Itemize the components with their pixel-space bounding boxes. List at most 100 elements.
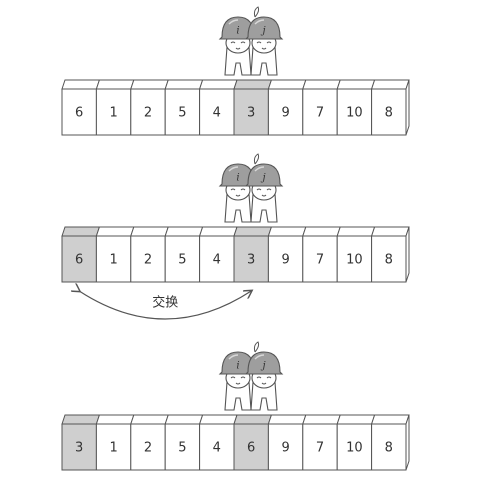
cell-value: 9: [281, 253, 289, 268]
body-shape: [224, 381, 252, 411]
helmet-shine: [254, 166, 265, 172]
pointer-i-character: i: [218, 16, 258, 76]
array-cell: [95, 88, 132, 136]
cell-value: 7: [316, 106, 324, 121]
cell-value: 6: [75, 253, 83, 268]
pointer-letter: j: [260, 173, 265, 184]
body-shape: [224, 46, 252, 76]
cell-top-face: [370, 79, 410, 90]
array-cell: [267, 235, 304, 283]
helmet-shine: [254, 19, 265, 25]
cell-top-face: [130, 226, 169, 237]
cell-value: 7: [316, 253, 324, 268]
array-cell: [371, 423, 407, 471]
cell-value: 9: [281, 441, 289, 456]
array-cell: [336, 235, 373, 283]
cell-top-face: [130, 414, 169, 425]
cell-top-face: [95, 226, 135, 237]
cell-top-face: [267, 79, 307, 90]
pointer-letter: j: [260, 361, 265, 372]
cell-top-face: [164, 79, 204, 90]
pointer-letter: i: [236, 361, 239, 372]
cell-value: 1: [109, 441, 117, 456]
cell-top-face: [95, 414, 135, 425]
cell-value: 1: [109, 106, 117, 121]
pointer-i-character: i: [218, 351, 258, 411]
cell-value: 1: [109, 253, 117, 268]
array-cell: [164, 423, 201, 471]
sprout-icon: [253, 6, 260, 18]
array-cell-highlighted: [233, 88, 269, 136]
swap-arrow: [79, 291, 251, 320]
body-shape: [250, 193, 278, 223]
cell-value: 2: [144, 253, 152, 268]
cell-value: 3: [247, 106, 255, 121]
mouth-shape: [235, 194, 241, 197]
eyes-shape: [230, 188, 246, 191]
sprout-icon: [253, 341, 260, 353]
cell-value: 10: [346, 441, 363, 456]
cell-top-face: [130, 79, 169, 90]
cell-top-face: [61, 414, 101, 425]
cell-value: 5: [178, 253, 186, 268]
body-shape: [250, 381, 278, 411]
cell-value: 4: [213, 106, 221, 121]
eyes-shape: [256, 41, 272, 44]
cell-top-face: [198, 226, 238, 237]
pointer-j-character: j: [244, 16, 284, 76]
array-cell: [95, 423, 132, 471]
cell-value: 3: [75, 441, 83, 456]
array-cell: [302, 235, 338, 283]
cell-value: 5: [178, 441, 186, 456]
pointer-letter: i: [236, 26, 239, 37]
pointer-j-character: j: [244, 163, 284, 223]
array-cell: [371, 88, 407, 136]
cell-value: 2: [144, 441, 152, 456]
array-cell: [130, 88, 166, 136]
array-cell: [130, 235, 166, 283]
cell-top-face: [302, 226, 341, 237]
cell-top-face: [267, 226, 307, 237]
array-cell: [95, 235, 132, 283]
cell-value: 2: [144, 106, 152, 121]
mouth-shape: [261, 47, 267, 50]
array-cell: [199, 88, 235, 136]
cell-top-face: [233, 79, 273, 90]
cell-value: 8: [385, 106, 393, 121]
eyes-shape: [230, 41, 246, 44]
helmet-shine: [228, 166, 239, 172]
cell-top-face: [233, 414, 273, 425]
helmet-shine: [254, 354, 265, 360]
cell-top-face: [370, 414, 410, 425]
cell-value: 4: [213, 253, 221, 268]
pointer-j-character: j: [244, 351, 284, 411]
cell-value: 10: [346, 253, 363, 268]
body-shape: [224, 193, 252, 223]
cell-top-face: [233, 226, 273, 237]
cell-value: 10: [346, 106, 363, 121]
array-cell-highlighted: [61, 423, 97, 471]
cell-value: 6: [75, 106, 83, 121]
cell-top-face: [198, 79, 238, 90]
cell-value: 8: [385, 441, 393, 456]
body-shape: [250, 46, 278, 76]
cell-top-face: [336, 79, 376, 90]
array-cell-highlighted: [233, 235, 269, 283]
cell-top-face: [198, 414, 238, 425]
helmet-icon: [244, 16, 284, 40]
mouth-shape: [261, 194, 267, 197]
array-cell: [199, 423, 235, 471]
cell-value: 5: [178, 106, 186, 121]
cell-top-face: [95, 79, 135, 90]
array-cell-highlighted: [61, 235, 97, 283]
helmet-shine: [228, 354, 239, 360]
cell-top-face: [61, 226, 101, 237]
cell-top-face: [336, 226, 376, 237]
eyes-shape: [256, 188, 272, 191]
array-cell-highlighted: [233, 423, 269, 471]
cell-top-face: [164, 226, 204, 237]
